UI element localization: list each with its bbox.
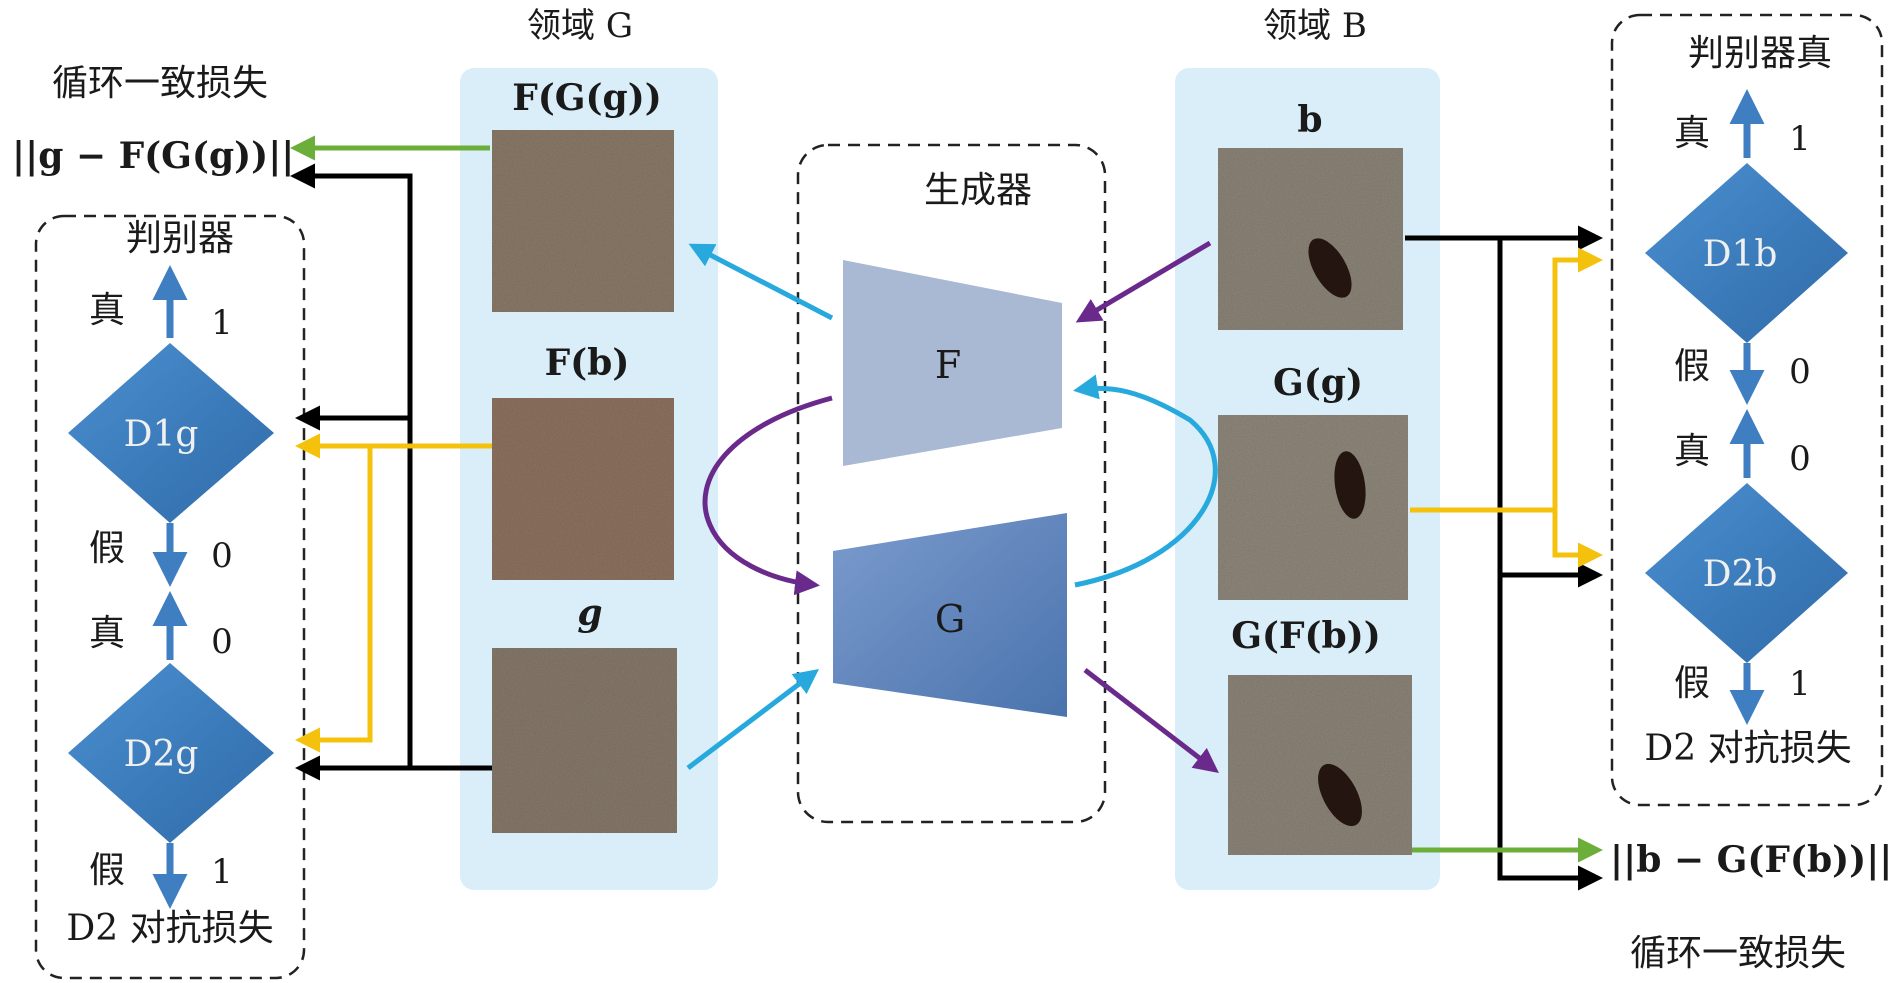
image-b [1218, 148, 1403, 330]
d1b-label: D1b [1703, 234, 1778, 275]
d2b-diamond [1645, 483, 1848, 663]
d2b-fake-label: 假 [1674, 663, 1710, 704]
cycle-loss-left-formula: ||g − F(G(g))|| [12, 135, 294, 177]
image-gfb [1228, 675, 1412, 855]
d2b-real-value: 0 [1789, 439, 1811, 479]
arrow-purple-curve [702, 395, 833, 596]
generator-f-label: F [935, 343, 961, 387]
label-fb: F(b) [545, 342, 630, 384]
d2g-fake-label: 假 [89, 850, 125, 891]
arrow-black-right-trunk [1497, 238, 1603, 891]
d2b-label: D2b [1703, 554, 1778, 595]
d1b-fake-label: 假 [1674, 346, 1710, 387]
generator-title: 生成器 [924, 170, 1032, 211]
generator-box [796, 143, 1107, 824]
generator-g-label: G [935, 597, 965, 641]
d2b-real-label: 真 [1674, 431, 1710, 472]
defect-mark [1308, 238, 1352, 298]
d1g-real-label: 真 [89, 290, 125, 331]
d2b-fake-value: 1 [1789, 664, 1811, 704]
arrow-cyan-g-to-G [686, 668, 819, 770]
discriminator-left-title: 判别器 [126, 218, 234, 259]
d2g-fake-value: 1 [211, 852, 233, 892]
d2g-diamond [68, 663, 274, 843]
arrow-black-left-trunk [290, 163, 492, 771]
d1g-fake-label: 假 [89, 528, 125, 569]
image-fb [492, 398, 674, 580]
generator-f [843, 260, 1062, 466]
arrow-cyan-f-to-fgg [688, 243, 834, 321]
image-gg [1218, 415, 1408, 600]
d2g-real-value: 0 [211, 622, 233, 662]
label-b: b [1297, 99, 1322, 141]
label-fgg: F(G(g)) [512, 77, 662, 119]
generator-g [833, 513, 1067, 717]
d2g-label: D2g [124, 734, 199, 775]
cycle-loss-right-title: 循环一致损失 [1630, 933, 1846, 974]
arrow-yellow-to-d2g [295, 446, 373, 753]
d1b-diamond [1645, 163, 1848, 343]
arrow-purple-b-to-F [1075, 240, 1212, 323]
label-gg: G(g) [1273, 362, 1363, 404]
arrow-yellow-to-d2b [1552, 510, 1603, 568]
d1g-real-value: 1 [211, 303, 233, 343]
discriminator-left-box [34, 214, 306, 980]
d1b-real-value: 1 [1789, 119, 1811, 159]
label-g: g [577, 592, 602, 634]
defect-mark [1318, 763, 1362, 827]
defect-mark [1334, 451, 1366, 519]
image-g [492, 648, 677, 833]
d1b-real-label: 真 [1674, 113, 1710, 154]
domain-b-images [1218, 148, 1412, 855]
arrow-purple-G-to-gfb [1083, 668, 1219, 774]
arrow-cyan-curve [1073, 374, 1218, 588]
discriminator-right-title: 判别器真 [1688, 33, 1832, 74]
d1g-fake-value: 0 [211, 536, 233, 576]
cycle-loss-left-title: 循环一致损失 [52, 63, 268, 104]
d1g-label: D1g [124, 414, 199, 455]
discriminator-right-box [1610, 13, 1884, 807]
label-gfb: G(F(b)) [1231, 615, 1381, 657]
domain-g-images [492, 130, 677, 833]
cycle-loss-right-formula: ||b − G(F(b))|| [1610, 839, 1890, 881]
d2g-real-label: 真 [89, 613, 125, 654]
arrow-yellow-right [1410, 247, 1603, 513]
domain-g-title: 领域 G [527, 6, 633, 46]
d1g-diamond [68, 343, 274, 523]
discriminator-right-loss: D2 对抗损失 [1644, 728, 1851, 769]
image-fgg [492, 130, 674, 312]
domain-b-title: 领域 B [1263, 6, 1367, 46]
discriminator-left-loss: D2 对抗损失 [66, 908, 273, 949]
d1b-fake-value: 0 [1789, 352, 1811, 392]
